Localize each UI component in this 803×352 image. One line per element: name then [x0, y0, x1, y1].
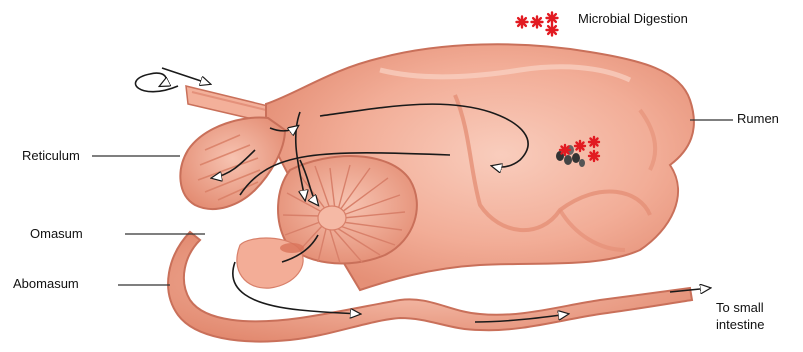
microbe-star-icon [575, 141, 585, 151]
label-omasum: Omasum [30, 226, 83, 242]
label-rumen: Rumen [737, 111, 779, 127]
microbe-star-icon [517, 17, 528, 28]
label-small-intestine-line2: intestine [716, 317, 764, 333]
label-reticulum: Reticulum [22, 148, 80, 164]
microbe-star-icon [560, 145, 570, 155]
microbe-star-icon [547, 25, 558, 36]
microbial-digestion-legend-marker [517, 13, 558, 36]
microbe-star-icon [589, 151, 599, 161]
microbe-star-icon [547, 13, 558, 24]
microbe-star-icon [532, 17, 543, 28]
microbe-star-icon [589, 137, 599, 147]
arrow-loop [135, 73, 178, 92]
legend-microbial-digestion-label: Microbial Digestion [578, 11, 688, 27]
reticulum [180, 117, 285, 209]
arrow-feed-in [162, 68, 210, 84]
label-abomasum: Abomasum [13, 276, 79, 292]
label-small-intestine-line1: To small [716, 300, 764, 316]
